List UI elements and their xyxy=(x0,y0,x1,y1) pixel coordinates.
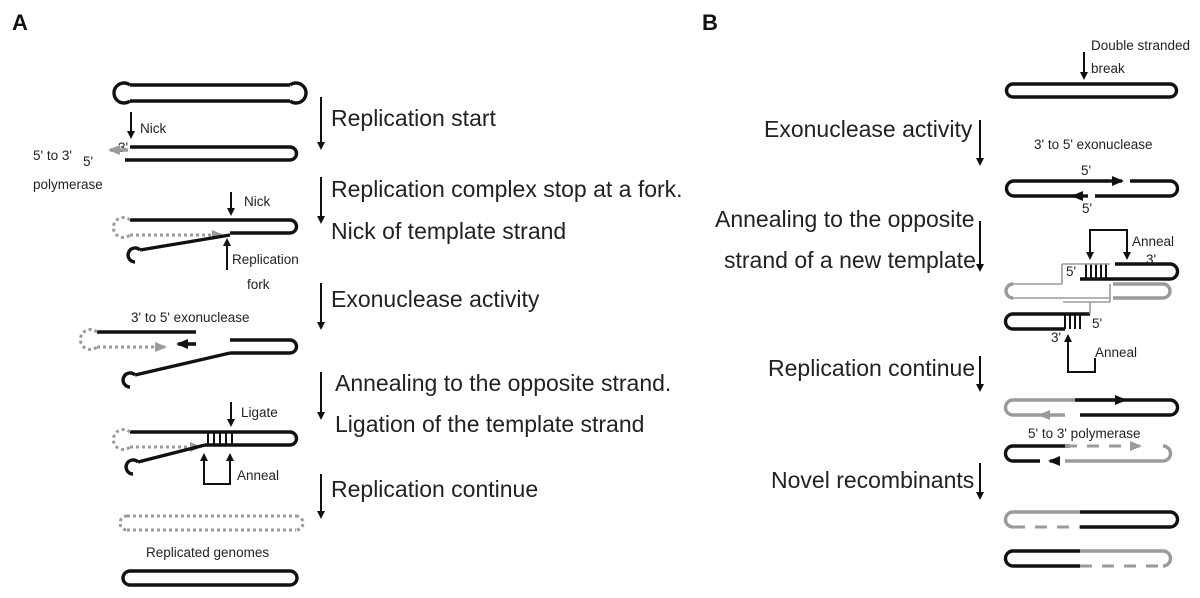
anneal-b3 xyxy=(1003,262,1180,331)
dsb-label-1: Double stranded xyxy=(1091,38,1190,53)
fork-label-1: Replication xyxy=(232,252,299,267)
step-b-annealing-1: Annealing to the opposite xyxy=(715,206,975,232)
dsb-label-2: break xyxy=(1091,61,1125,76)
five-prime-b-c: 5' xyxy=(1066,264,1076,279)
panel-b-label: B xyxy=(702,10,718,35)
continue-b4 xyxy=(1003,395,1180,466)
polymerase-label-1: 5' to 3' xyxy=(33,148,72,163)
polymerase-label-2: polymerase xyxy=(33,177,103,192)
step-a-complex-stop: Replication complex stop at a fork. xyxy=(331,176,683,202)
three-prime-b-c: 3' xyxy=(1146,252,1156,267)
step-b-exonuclease: Exonuclease activity xyxy=(764,116,973,142)
step-a-ligation: Ligation of the template strand xyxy=(335,411,644,437)
anneal-a5 xyxy=(111,428,299,476)
anneal-bottom-bracket xyxy=(1067,358,1096,373)
genome-a2 xyxy=(125,145,299,162)
three-prime-label: 3' xyxy=(118,140,128,155)
anneal-top-label: Anneal xyxy=(1132,234,1174,249)
polymerase-label-b: 5' to 3' polymerase xyxy=(1028,426,1140,441)
genome-b1 xyxy=(1004,82,1179,99)
five-prime-b-a: 5' xyxy=(1081,163,1091,178)
anneal-bracket xyxy=(203,470,231,485)
exo-b2 xyxy=(1004,176,1180,201)
step-a-replication-start: Replication start xyxy=(331,105,497,131)
recombinant-b5b xyxy=(1003,549,1173,568)
replicated-a6 xyxy=(118,514,305,532)
panel-a-label: A xyxy=(12,10,28,35)
step-b-continue: Replication continue xyxy=(768,355,975,381)
three-prime-b-d: 3' xyxy=(1051,330,1061,345)
anneal-top-bracket xyxy=(1089,229,1128,258)
nick-label: Nick xyxy=(140,121,166,136)
genome-a1 xyxy=(112,81,308,105)
nick-label-2: Nick xyxy=(244,194,270,209)
fork-label-2: fork xyxy=(247,277,270,292)
five-prime-label: 5' xyxy=(83,154,93,169)
exonuclease-label-b: 3' to 5' exonuclease xyxy=(1034,137,1153,152)
genome-a7 xyxy=(121,569,299,587)
step-b-novel: Novel recombinants xyxy=(771,467,974,493)
anneal-label: Anneal xyxy=(237,468,279,483)
step-a-continue: Replication continue xyxy=(331,476,538,502)
step-a-exonuclease: Exonuclease activity xyxy=(331,286,540,312)
step-b-annealing-2: strand of a new template xyxy=(724,247,976,273)
anneal-bottom-label: Anneal xyxy=(1095,345,1137,360)
fork-a3 xyxy=(111,216,299,264)
step-a-annealing: Annealing to the opposite strand. xyxy=(335,370,671,396)
five-prime-b-d: 5' xyxy=(1092,316,1102,331)
recombinant-b5a xyxy=(1003,510,1180,529)
replicated-label: Replicated genomes xyxy=(146,545,269,560)
ligate-label: Ligate xyxy=(241,405,278,420)
five-prime-b-b: 5' xyxy=(1082,201,1092,216)
exonuclease-label-a: 3' to 5' exonuclease xyxy=(131,310,250,325)
step-a-nick-template: Nick of template strand xyxy=(331,218,566,244)
exo-a4 xyxy=(78,328,299,389)
